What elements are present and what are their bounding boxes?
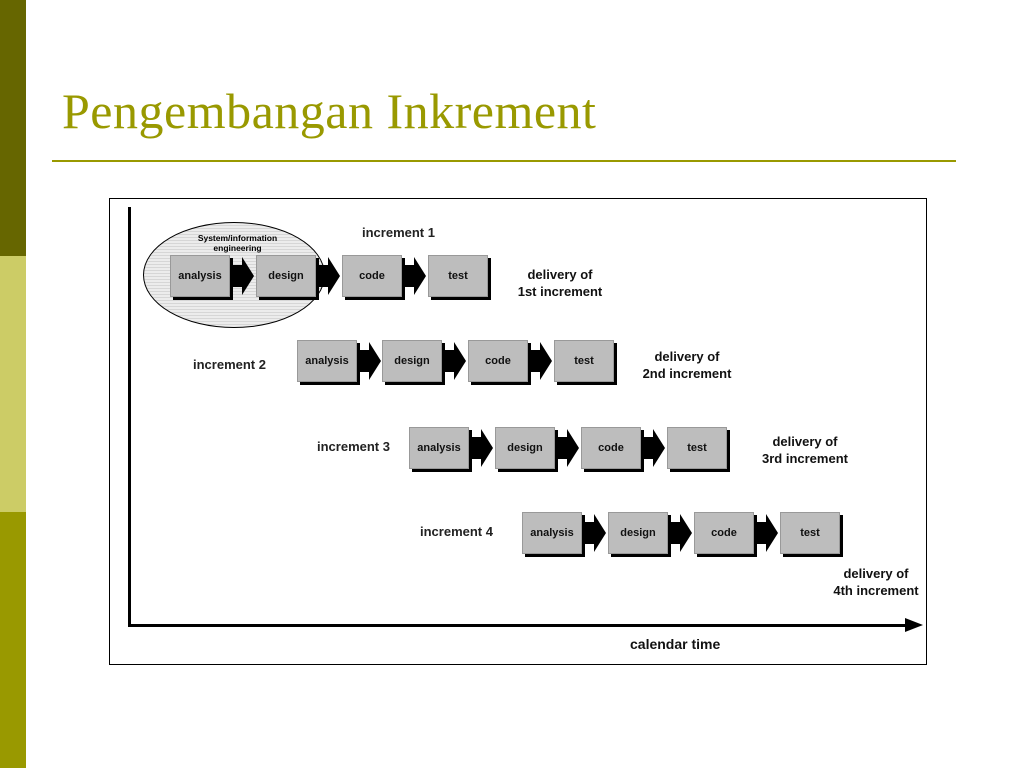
increment-4-analysis-box: analysis <box>522 512 582 554</box>
delivery-text: 1st increment <box>517 284 603 299</box>
flow-arrow-icon <box>643 429 665 467</box>
flow-arrow-icon <box>232 257 254 295</box>
flow-arrow-icon <box>756 514 778 552</box>
incremental-model-diagram: System/information engineering calendar … <box>109 198 927 665</box>
stage-label: test <box>448 270 468 282</box>
stage-label: code <box>711 527 737 539</box>
increment-4-test-box: test <box>780 512 840 554</box>
increment-1-test-box: test <box>428 255 488 297</box>
stage-label: test <box>800 527 820 539</box>
stage-label: test <box>687 442 707 454</box>
slide-title: Pengembangan Inkrement <box>62 83 597 139</box>
flow-arrow-icon <box>318 257 340 295</box>
flow-arrow-icon <box>557 429 579 467</box>
y-axis <box>128 207 131 627</box>
flow-arrow-icon <box>359 342 381 380</box>
flow-arrow-icon <box>670 514 692 552</box>
increment-2-design-box: design <box>382 340 442 382</box>
x-axis-time <box>128 624 910 627</box>
increment-2-delivery: delivery of 2nd increment <box>622 348 752 382</box>
increment-3-code-box: code <box>581 427 641 469</box>
increment-2-analysis-box: analysis <box>297 340 357 382</box>
increment-1-analysis-box: analysis <box>170 255 230 297</box>
increment-1-label: increment 1 <box>362 225 435 240</box>
increment-3-delivery: delivery of 3rd increment <box>740 433 870 467</box>
stage-label: code <box>359 270 385 282</box>
increment-2-label: increment 2 <box>193 357 266 372</box>
flow-arrow-icon <box>530 342 552 380</box>
stage-label: code <box>485 355 511 367</box>
side-stripe-bottom <box>0 512 26 768</box>
x-axis-label: calendar time <box>630 636 721 652</box>
increment-3-test-box: test <box>667 427 727 469</box>
delivery-text: delivery of <box>843 566 909 581</box>
increment-4-delivery: delivery of 4th increment <box>816 565 926 599</box>
increment-3-label: increment 3 <box>317 439 390 454</box>
stage-label: code <box>598 442 624 454</box>
delivery-text: delivery of <box>772 434 838 449</box>
stage-label: design <box>394 355 430 367</box>
system-engineering-label: System/information engineering <box>197 233 278 253</box>
increment-4-code-box: code <box>694 512 754 554</box>
title-underline <box>52 160 956 162</box>
delivery-text: 3rd increment <box>762 451 848 466</box>
delivery-text: 4th increment <box>833 583 919 598</box>
stage-label: analysis <box>178 270 222 282</box>
stage-label: analysis <box>305 355 349 367</box>
x-axis-arrowhead <box>905 618 923 632</box>
increment-4-design-box: design <box>608 512 668 554</box>
increment-3-analysis-box: analysis <box>409 427 469 469</box>
delivery-text: delivery of <box>654 349 720 364</box>
delivery-text: 2nd increment <box>642 366 732 381</box>
stage-label: design <box>620 527 656 539</box>
flow-arrow-icon <box>404 257 426 295</box>
increment-2-code-box: code <box>468 340 528 382</box>
stage-label: analysis <box>530 527 574 539</box>
delivery-text: delivery of <box>527 267 593 282</box>
increment-4-label: increment 4 <box>420 524 493 539</box>
increment-1-design-box: design <box>256 255 316 297</box>
stage-label: test <box>574 355 594 367</box>
stage-label: design <box>507 442 543 454</box>
increment-1-delivery: delivery of 1st increment <box>500 266 620 300</box>
increment-1-code-box: code <box>342 255 402 297</box>
flow-arrow-icon <box>444 342 466 380</box>
flow-arrow-icon <box>471 429 493 467</box>
side-stripe-middle <box>0 256 26 512</box>
flow-arrow-icon <box>584 514 606 552</box>
side-stripe-top <box>0 0 26 256</box>
stage-label: design <box>268 270 304 282</box>
increment-2-test-box: test <box>554 340 614 382</box>
increment-3-design-box: design <box>495 427 555 469</box>
stage-label: analysis <box>417 442 461 454</box>
